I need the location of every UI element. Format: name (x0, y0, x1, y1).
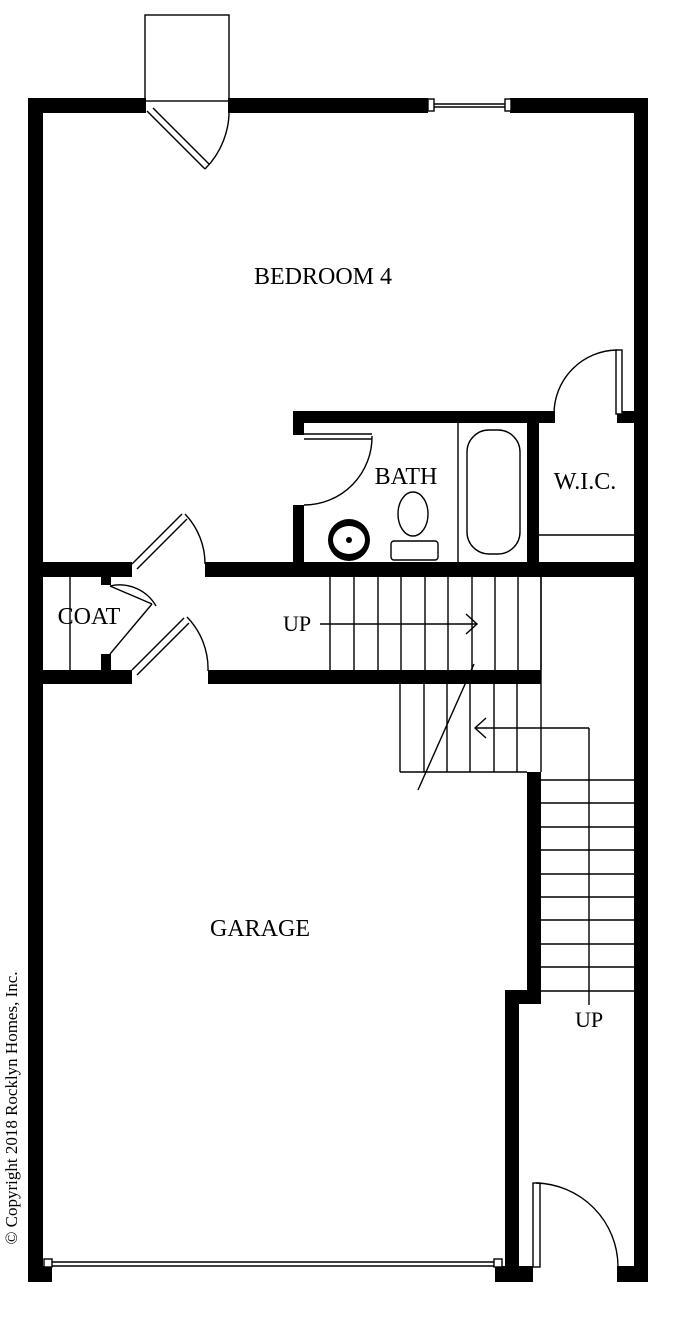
sink (328, 519, 370, 561)
stairs-lower (540, 577, 634, 992)
garage-label: GARAGE (210, 916, 310, 942)
outer-walls (28, 98, 648, 1282)
garage-hall-door (131, 616, 209, 676)
stairs-middle (399, 663, 590, 1005)
bath-label: BATH (375, 464, 438, 490)
coat-closet (69, 577, 157, 670)
toilet (390, 491, 439, 561)
entry-door (532, 1182, 619, 1268)
garage-door (43, 1258, 503, 1268)
stair-partition (505, 772, 541, 1282)
bath-door (303, 433, 373, 506)
bedroom-label: BEDROOM 4 (254, 264, 392, 290)
bedroom-hall-door (131, 513, 206, 570)
stairs-up-label-lower: UP (575, 1007, 603, 1032)
coat-label: COAT (58, 604, 121, 630)
bathtub (466, 429, 521, 555)
stairs-upper (320, 577, 542, 670)
hall-walls (28, 562, 637, 684)
wic-door (553, 349, 623, 415)
stairs-up-label-upper: UP (283, 611, 311, 636)
top-window (427, 98, 512, 112)
wic-label: W.I.C. (554, 469, 616, 495)
top-vestibule (144, 14, 230, 170)
copyright-text: © Copyright 2018 Rocklyn Homes, Inc. (2, 971, 21, 1244)
